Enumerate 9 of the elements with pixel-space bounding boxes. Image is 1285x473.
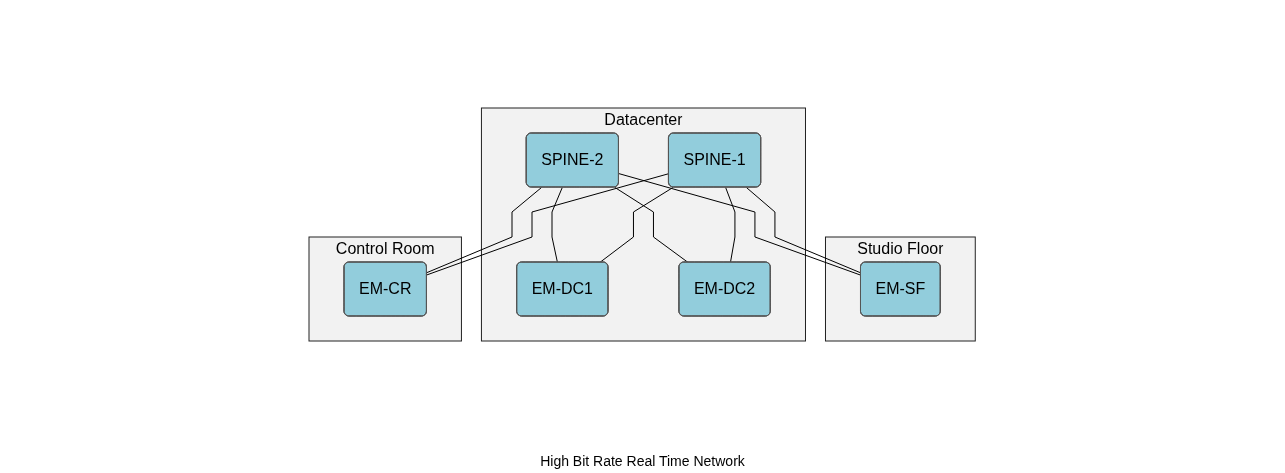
diagram-caption: High Bit Rate Real Time Network [540,453,745,469]
connector [426,187,543,274]
connector [551,187,564,263]
connector [725,187,736,263]
connector [426,173,670,276]
connector [614,186,689,263]
connector [618,173,862,276]
connector [746,187,862,274]
connector [599,186,674,263]
